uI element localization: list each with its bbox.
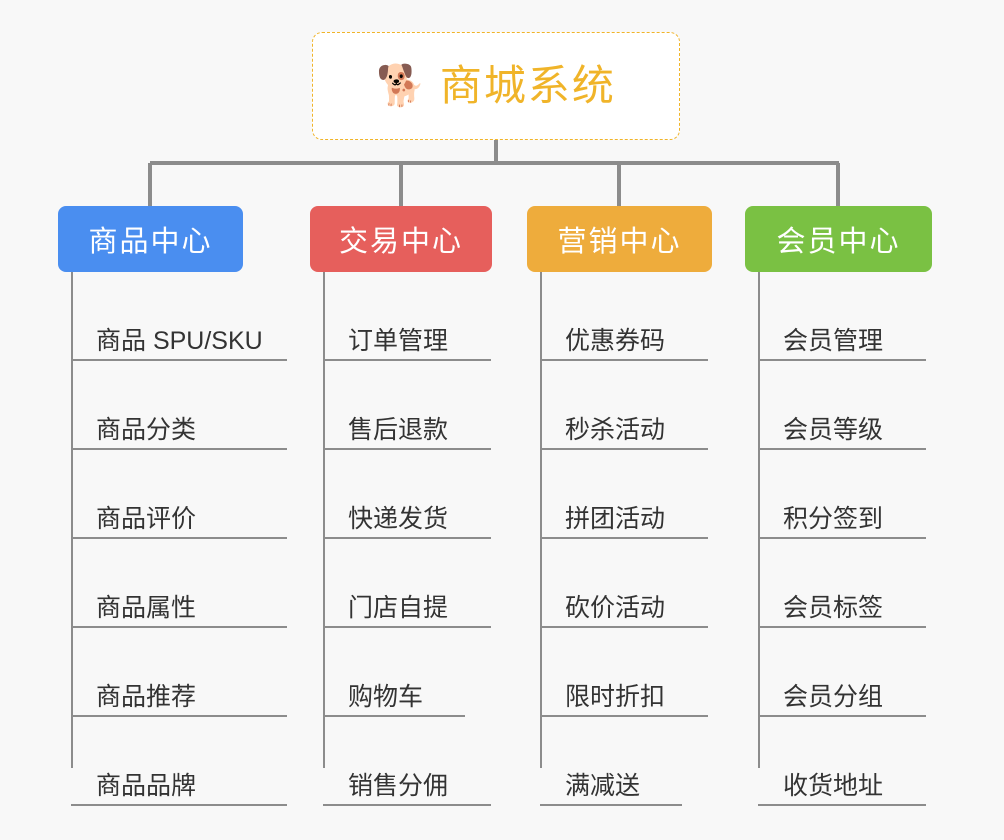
leaf-label: 快递发货 — [348, 504, 449, 533]
leaf-label: 商品属性 — [96, 593, 197, 622]
list-item[interactable]: 会员管理 — [758, 272, 932, 361]
list-item[interactable]: 门店自提 — [323, 539, 492, 628]
list-item[interactable]: 商品分类 — [71, 361, 287, 450]
list-item[interactable]: 拼团活动 — [540, 450, 712, 539]
leaf-label: 砍价活动 — [565, 593, 666, 622]
branch-trade-center: 交易中心 订单管理 售后退款 快递发货 门店自提 购物车 销售分佣 — [310, 206, 492, 806]
category-label: 营销中心 — [557, 226, 682, 258]
leaf-label: 会员标签 — [783, 593, 884, 622]
leaf-label: 销售分佣 — [348, 771, 449, 800]
list-item[interactable]: 商品属性 — [71, 539, 287, 628]
leaf-label: 商品品牌 — [96, 771, 197, 800]
leaf-label: 订单管理 — [348, 326, 449, 355]
leaf-label: 拼团活动 — [565, 504, 666, 533]
list-item[interactable]: 商品品牌 — [71, 717, 287, 806]
list-item[interactable]: 收货地址 — [758, 717, 932, 806]
list-item[interactable]: 会员标签 — [758, 539, 932, 628]
list-item[interactable]: 商品推荐 — [71, 628, 287, 717]
leaf-label: 购物车 — [348, 682, 424, 711]
root-title: 商城系统 — [439, 62, 616, 109]
leaf-label: 门店自提 — [348, 593, 449, 622]
leaf-label: 售后退款 — [348, 415, 449, 444]
category-label: 会员中心 — [776, 226, 901, 258]
list-item[interactable]: 秒杀活动 — [540, 361, 712, 450]
leaf-label: 限时折扣 — [565, 682, 666, 711]
branch-product-center: 商品中心 商品 SPU/SKU 商品分类 商品评价 商品属性 商品推荐 商品品牌 — [58, 206, 287, 806]
shiba-dog-emoji: 🐕 — [376, 64, 426, 108]
category-header-member-center[interactable]: 会员中心 — [745, 206, 932, 272]
leaf-label: 会员分组 — [783, 682, 884, 711]
list-item[interactable]: 砍价活动 — [540, 539, 712, 628]
leaf-label: 收货地址 — [783, 771, 884, 800]
leaf-label: 商品 SPU/SKU — [96, 326, 263, 355]
list-item[interactable]: 积分签到 — [758, 450, 932, 539]
category-label: 商品中心 — [88, 226, 213, 258]
category-header-trade-center[interactable]: 交易中心 — [310, 206, 492, 272]
list-item[interactable]: 限时折扣 — [540, 628, 712, 717]
category-header-marketing-center[interactable]: 营销中心 — [527, 206, 712, 272]
list-item[interactable]: 会员分组 — [758, 628, 932, 717]
leaf-list-trade-center: 订单管理 售后退款 快递发货 门店自提 购物车 销售分佣 — [310, 272, 492, 806]
leaf-label: 商品评价 — [96, 504, 197, 533]
category-label: 交易中心 — [338, 226, 463, 258]
leaf-label: 优惠券码 — [565, 326, 666, 355]
leaf-label: 秒杀活动 — [565, 415, 666, 444]
category-header-product-center[interactable]: 商品中心 — [58, 206, 243, 272]
list-item[interactable]: 销售分佣 — [323, 717, 492, 806]
root-node[interactable]: 🐕 商城系统 — [312, 32, 680, 140]
branch-member-center: 会员中心 会员管理 会员等级 积分签到 会员标签 会员分组 收货地址 — [745, 206, 932, 806]
list-item[interactable]: 满减送 — [540, 717, 712, 806]
leaf-label: 商品推荐 — [96, 682, 197, 711]
list-item[interactable]: 订单管理 — [323, 272, 492, 361]
list-item[interactable]: 售后退款 — [323, 361, 492, 450]
list-item[interactable]: 购物车 — [323, 628, 492, 717]
leaf-list-product-center: 商品 SPU/SKU 商品分类 商品评价 商品属性 商品推荐 商品品牌 — [58, 272, 287, 806]
list-item[interactable]: 优惠券码 — [540, 272, 712, 361]
branch-marketing-center: 营销中心 优惠券码 秒杀活动 拼团活动 砍价活动 限时折扣 满减送 — [527, 206, 712, 806]
list-item[interactable]: 商品 SPU/SKU — [71, 272, 287, 361]
leaf-list-marketing-center: 优惠券码 秒杀活动 拼团活动 砍价活动 限时折扣 满减送 — [527, 272, 712, 806]
leaf-label: 商品分类 — [96, 415, 197, 444]
leaf-label: 积分签到 — [783, 504, 884, 533]
leaf-label: 满减送 — [565, 771, 641, 800]
list-item[interactable]: 快递发货 — [323, 450, 492, 539]
list-item[interactable]: 商品评价 — [71, 450, 287, 539]
list-item[interactable]: 会员等级 — [758, 361, 932, 450]
leaf-label: 会员等级 — [783, 415, 884, 444]
leaf-list-member-center: 会员管理 会员等级 积分签到 会员标签 会员分组 收货地址 — [745, 272, 932, 806]
leaf-label: 会员管理 — [783, 326, 884, 355]
